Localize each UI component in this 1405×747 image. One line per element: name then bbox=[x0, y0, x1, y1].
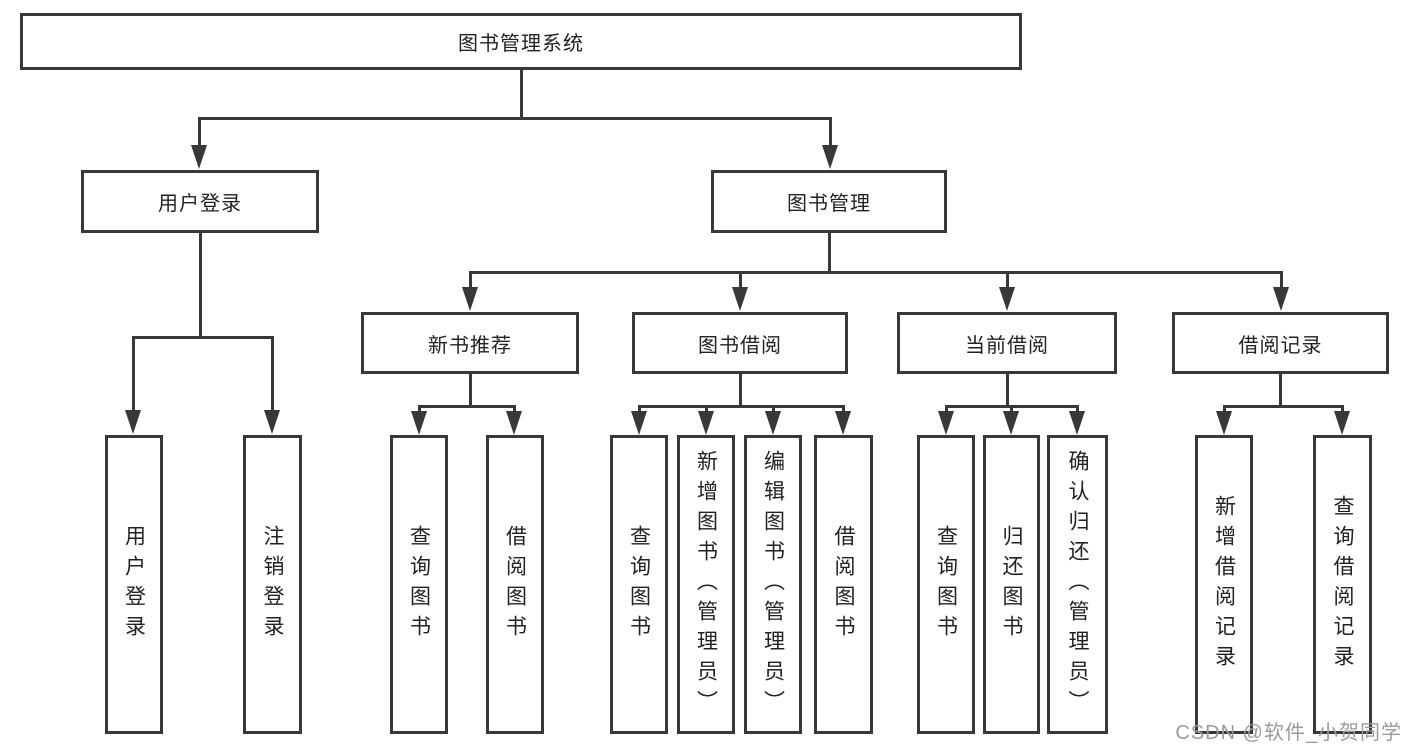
arrow-down-icon bbox=[264, 410, 280, 434]
arrow-down-icon bbox=[822, 145, 838, 169]
node-label: 图书管理 bbox=[787, 193, 871, 215]
leaf-user-login: 用户登录 bbox=[105, 435, 163, 734]
node-label: 归还图书 bbox=[1000, 524, 1023, 645]
arrow-down-icon bbox=[1273, 287, 1289, 311]
node-label: 新增借阅记录 bbox=[1212, 494, 1236, 675]
arrow-down-icon bbox=[411, 411, 427, 435]
node-label: 借阅图书 bbox=[832, 524, 855, 645]
connector-line bbox=[828, 233, 831, 274]
node-borrow-records: 借阅记录 bbox=[1172, 312, 1389, 374]
leaf-query-books-recommend: 查询图书 bbox=[390, 435, 448, 734]
arrow-down-icon bbox=[1003, 411, 1019, 435]
connector-line bbox=[1280, 271, 1283, 291]
node-library-management-system: 图书管理系统 bbox=[20, 13, 1022, 70]
node-label: 当前借阅 bbox=[965, 334, 1049, 357]
connector-line bbox=[739, 271, 742, 291]
node-label: 用户登录 bbox=[122, 524, 146, 645]
leaf-logout-login: 注销登录 bbox=[243, 435, 302, 734]
node-label: 查询图书 bbox=[407, 524, 431, 645]
connector-line bbox=[198, 117, 832, 120]
arrow-down-icon bbox=[631, 411, 647, 435]
node-label: 确认归还（管理员） bbox=[1066, 449, 1089, 720]
connector-line bbox=[271, 336, 274, 414]
leaf-borrow-books-main: 借阅图书 bbox=[814, 435, 873, 734]
arrow-down-icon bbox=[125, 410, 141, 434]
node-book-management: 图书管理 bbox=[711, 170, 947, 233]
node-book-borrow: 图书借阅 bbox=[632, 312, 848, 374]
leaf-add-borrow-record: 新增借阅记录 bbox=[1195, 435, 1253, 734]
node-label: 借阅记录 bbox=[1238, 334, 1323, 357]
arrow-down-icon bbox=[1334, 411, 1350, 435]
connector-line bbox=[469, 271, 472, 291]
node-label: 图书借阅 bbox=[698, 334, 782, 357]
arrow-down-icon bbox=[698, 411, 714, 435]
node-label: 借阅图书 bbox=[503, 524, 527, 645]
arrow-down-icon bbox=[999, 287, 1015, 311]
arrow-down-icon bbox=[191, 145, 207, 169]
watermark: CSDN @软件_小贺同学 bbox=[1175, 722, 1402, 744]
connector-line bbox=[1006, 271, 1009, 291]
leaf-query-borrow-record: 查询借阅记录 bbox=[1313, 435, 1372, 734]
connector-line bbox=[469, 374, 472, 408]
leaf-borrow-books-recommend: 借阅图书 bbox=[486, 435, 544, 734]
node-label: 用户登录 bbox=[158, 193, 242, 215]
connector-line bbox=[1223, 405, 1344, 408]
connector-line bbox=[199, 233, 202, 339]
node-label: 查询图书 bbox=[934, 524, 958, 645]
arrow-down-icon bbox=[1069, 411, 1085, 435]
connector-line bbox=[198, 117, 201, 152]
connector-line bbox=[638, 405, 845, 408]
arrow-down-icon bbox=[765, 411, 781, 435]
leaf-confirm-return-admin: 确认归还（管理员） bbox=[1047, 435, 1108, 734]
node-current-borrow: 当前借阅 bbox=[897, 312, 1117, 374]
connector-line bbox=[1279, 374, 1282, 408]
connector-line bbox=[520, 70, 523, 120]
connector-line bbox=[469, 271, 1283, 274]
connector-line bbox=[739, 374, 742, 408]
node-label: 注销登录 bbox=[261, 524, 284, 645]
leaf-query-books-current: 查询图书 bbox=[917, 435, 975, 734]
node-label: 图书管理系统 bbox=[458, 33, 584, 55]
arrow-down-icon bbox=[1216, 411, 1232, 435]
connector-line bbox=[829, 117, 832, 152]
node-label: 新书推荐 bbox=[428, 334, 512, 357]
leaf-return-books: 归还图书 bbox=[983, 435, 1040, 734]
node-new-book-recommend: 新书推荐 bbox=[361, 312, 579, 374]
arrow-down-icon bbox=[938, 411, 954, 435]
arrow-down-icon bbox=[835, 411, 851, 435]
node-label: 编辑图书（管理员） bbox=[761, 449, 785, 720]
connector-line bbox=[1006, 374, 1009, 408]
leaf-edit-books-admin: 编辑图书（管理员） bbox=[744, 435, 802, 734]
connector-line bbox=[132, 336, 135, 414]
node-label: 新增图书（管理员） bbox=[694, 449, 718, 720]
arrow-down-icon bbox=[506, 411, 522, 435]
connector-line bbox=[132, 336, 274, 339]
node-label: 查询借阅记录 bbox=[1331, 494, 1354, 675]
connector-line bbox=[418, 405, 516, 408]
leaf-query-books-borrow: 查询图书 bbox=[610, 435, 668, 734]
node-label: 查询图书 bbox=[627, 524, 651, 645]
arrow-down-icon bbox=[732, 287, 748, 311]
leaf-add-books-admin: 新增图书（管理员） bbox=[677, 435, 735, 734]
node-user-login: 用户登录 bbox=[81, 170, 319, 233]
arrow-down-icon bbox=[462, 287, 478, 311]
